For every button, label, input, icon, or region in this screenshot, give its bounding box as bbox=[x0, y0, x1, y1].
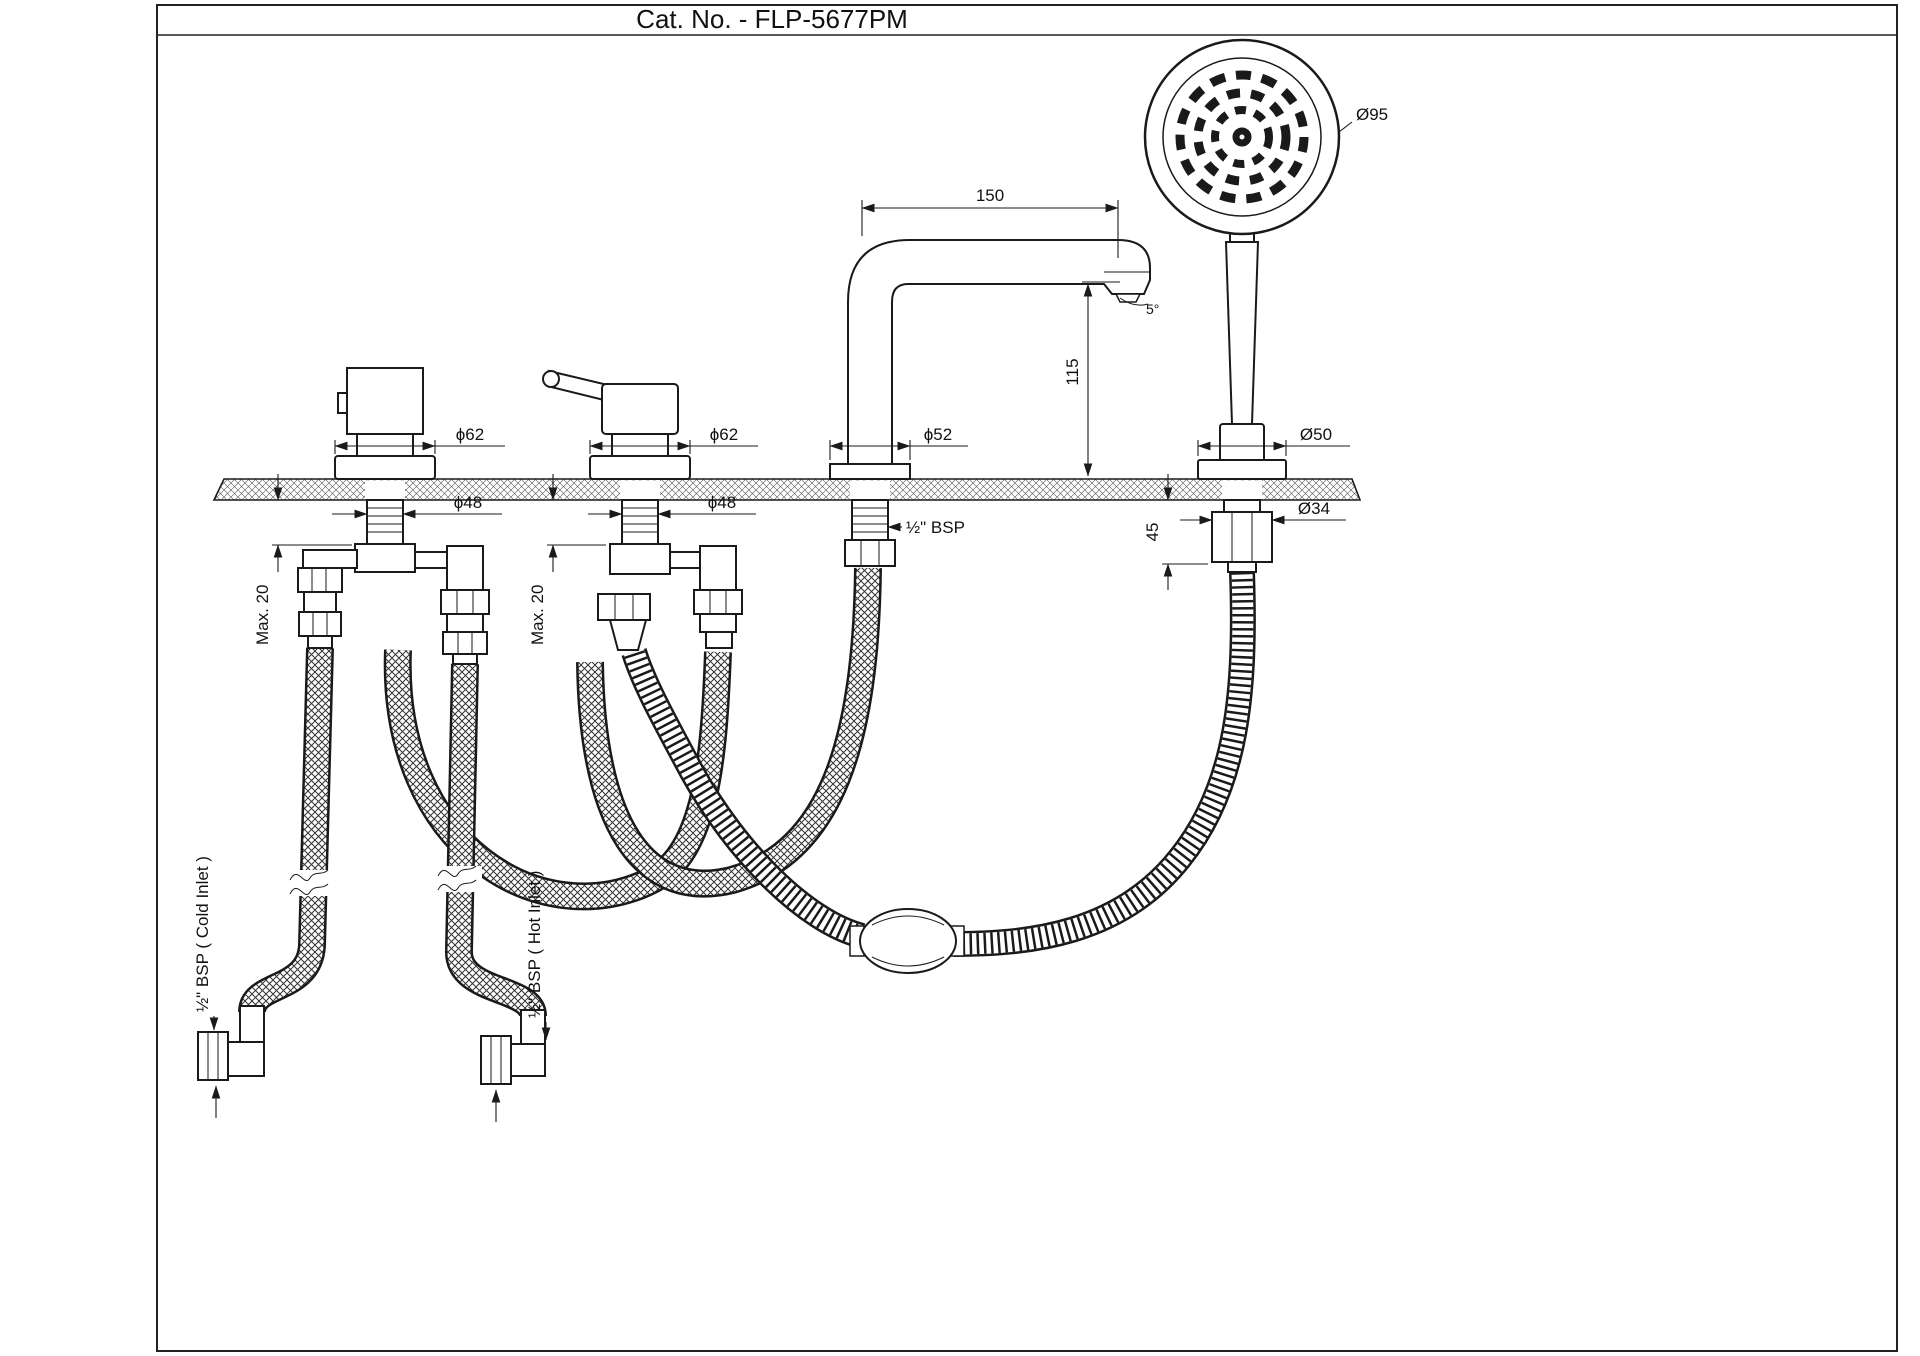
dim-right-valve-flange: ϕ62 bbox=[710, 425, 738, 444]
deck-hole-shower bbox=[1222, 480, 1262, 499]
hot-inlet-label: ½" BSP ( Hot Inlet ) bbox=[525, 871, 544, 1018]
shower-nut bbox=[1211, 511, 1273, 563]
shower-hose-right-fill bbox=[953, 571, 1254, 955]
cold-inlet-elbow bbox=[197, 1005, 265, 1081]
shower-hose-left-ribs bbox=[623, 648, 865, 947]
left-valve-knob bbox=[346, 367, 424, 435]
shower-hose bbox=[621, 571, 1256, 974]
left-valve-flange bbox=[334, 455, 436, 480]
right-valve bbox=[542, 369, 691, 480]
right-valve-body bbox=[609, 543, 671, 575]
deck-hole-left-valve bbox=[365, 480, 405, 499]
left-valve-body bbox=[354, 543, 416, 573]
dim-shower-head: Ø95 bbox=[1356, 105, 1388, 124]
right-valve-underdeck bbox=[597, 499, 743, 651]
spout-nut bbox=[844, 539, 896, 567]
hot-inlet-elbow bbox=[480, 1009, 546, 1085]
dim-spout-thread: ½" BSP bbox=[906, 518, 965, 537]
right-valve-neck bbox=[611, 433, 669, 457]
shower-head-outer bbox=[1143, 38, 1341, 236]
catalog-number: Cat. No. - FLP-5677PM bbox=[636, 4, 908, 34]
cold-inlet-label: ½" BSP ( Cold Inlet ) bbox=[193, 856, 212, 1012]
deck-hole-spout bbox=[850, 480, 890, 499]
cold-inlet-nut bbox=[197, 1031, 229, 1081]
shower-jet-ring-middle bbox=[1193, 88, 1291, 186]
left-valve-shank bbox=[366, 499, 404, 545]
left-valve-knob-tab bbox=[337, 392, 348, 414]
left-valve-underdeck bbox=[297, 499, 490, 665]
dim-right-valve-max-deck: Max. 20 bbox=[528, 585, 547, 645]
dim-spout-reach: 150 bbox=[976, 186, 1004, 205]
hose-connector bbox=[849, 908, 965, 974]
shower-jet-center bbox=[1232, 127, 1252, 147]
shower-handle bbox=[1224, 241, 1260, 425]
dim-spout-angle: 5° bbox=[1146, 301, 1159, 317]
dim-spout-height: 115 bbox=[1063, 358, 1082, 385]
dimensions: 150 115 5° ϕ62 ϕ62 ϕ52 Ø50 Ø95 bbox=[193, 105, 1388, 1122]
deck-section bbox=[212, 478, 1362, 501]
shower-shank bbox=[1223, 499, 1261, 513]
shower-underdeck bbox=[1211, 499, 1273, 573]
spout-body bbox=[847, 239, 1151, 479]
hot-hose bbox=[447, 663, 545, 1019]
shower-head-inner bbox=[1162, 57, 1322, 217]
dim-shower-depth: 45 bbox=[1143, 523, 1162, 542]
right-valve-shank bbox=[621, 499, 659, 545]
right-valve-lever-cap bbox=[542, 370, 560, 388]
dim-shower-nut: Ø34 bbox=[1298, 499, 1330, 518]
deck-hole-right-valve bbox=[620, 480, 660, 499]
shower-jet-ring-outer bbox=[1175, 70, 1309, 204]
drawing-frame bbox=[156, 4, 1898, 1352]
spout-aerator bbox=[1114, 293, 1142, 303]
braided-hoses bbox=[238, 567, 882, 1019]
dim-left-valve-max-deck: Max. 20 bbox=[253, 585, 272, 645]
cold-hose-break bbox=[289, 869, 334, 896]
hose-loop-1 bbox=[386, 649, 730, 908]
left-valve bbox=[334, 367, 436, 480]
spout-underdeck bbox=[844, 499, 896, 567]
dim-left-valve-flange: ϕ62 bbox=[456, 425, 484, 444]
dim-spout-flange: ϕ52 bbox=[924, 425, 952, 444]
title-block: Cat. No. - FLP-5677PM bbox=[156, 4, 1898, 1352]
hot-hose-break bbox=[437, 865, 482, 892]
left-valve-neck bbox=[356, 433, 414, 457]
shower-jet-ring-inner bbox=[1211, 106, 1273, 168]
hose-loop-2 bbox=[578, 567, 880, 896]
dim-shower-holder-flange: Ø50 bbox=[1300, 425, 1332, 444]
dim-right-valve-shank: ϕ48 bbox=[708, 493, 736, 512]
hot-inlet-nut bbox=[480, 1035, 512, 1085]
dim-left-valve-shank: ϕ48 bbox=[454, 493, 482, 512]
spout-flange bbox=[829, 463, 911, 480]
cold-hose bbox=[240, 647, 332, 1014]
right-valve-body-top bbox=[601, 383, 679, 435]
right-valve-flange bbox=[589, 455, 691, 480]
shower-holder-flange bbox=[1197, 459, 1287, 480]
spout-shank bbox=[851, 499, 889, 541]
spout bbox=[829, 239, 1151, 480]
deck-band bbox=[212, 478, 1362, 501]
hand-shower bbox=[1143, 38, 1341, 480]
shower-holder bbox=[1219, 423, 1265, 463]
